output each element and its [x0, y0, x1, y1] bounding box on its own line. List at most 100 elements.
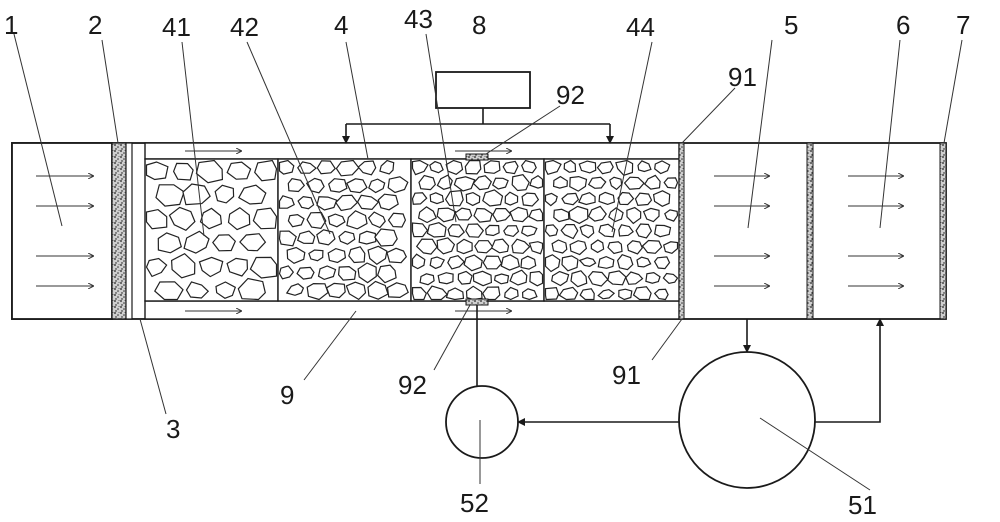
media-stone: [316, 229, 336, 246]
media-stone: [387, 176, 409, 194]
media-stone: [653, 288, 669, 301]
media-stone: [637, 160, 652, 173]
media-stone: [426, 285, 448, 301]
media-stone: [358, 230, 377, 245]
media-stone: [626, 206, 642, 225]
media-stone: [654, 224, 672, 238]
media-stone: [445, 159, 464, 175]
media-stone: [490, 238, 510, 254]
media-stone: [521, 288, 538, 301]
media-stone: [444, 190, 464, 207]
label-44: 44: [626, 12, 655, 42]
media-stone: [597, 255, 615, 269]
media-stone: [226, 161, 252, 180]
media-stone: [429, 256, 446, 270]
media-stone: [504, 191, 519, 206]
media-stone: [618, 288, 633, 301]
media-stone: [415, 238, 438, 255]
media-stone: [368, 178, 386, 194]
media-stone: [287, 177, 306, 193]
media-stone: [544, 286, 560, 301]
media-stone: [386, 247, 408, 264]
media-stone: [598, 223, 616, 238]
media-stone: [587, 176, 607, 189]
media-section-41: [144, 158, 279, 302]
media-stone: [511, 238, 531, 254]
media-stone: [544, 159, 562, 176]
media-stone: [367, 211, 386, 229]
media-stone: [625, 271, 644, 285]
media-stone: [568, 205, 589, 225]
outlet-layer-7: [939, 142, 947, 320]
media-stone: [578, 160, 597, 174]
media-stone: [418, 174, 436, 191]
media-stone: [558, 286, 579, 301]
media-stone: [316, 160, 336, 175]
media-stone: [447, 223, 465, 238]
media-stone: [376, 264, 397, 284]
inlet-chamber: [11, 142, 113, 320]
bottom-channel: [144, 300, 680, 320]
media-stone: [327, 247, 347, 264]
media-stone: [635, 223, 653, 239]
media-stone: [481, 286, 501, 301]
media-stone: [286, 246, 306, 264]
media-stone: [482, 189, 504, 207]
media-stone: [327, 213, 346, 228]
media-stone: [632, 286, 652, 301]
media-stone: [237, 277, 266, 301]
media-stone: [183, 230, 210, 254]
unit-52: [445, 385, 519, 459]
media-stone: [306, 211, 327, 230]
media-stone: [198, 256, 224, 278]
pump-51: [678, 351, 816, 489]
media-stone: [654, 160, 671, 175]
media-stone: [214, 184, 235, 204]
media-section-42: [277, 158, 412, 302]
media-stone: [465, 223, 485, 238]
label-7: 7: [956, 10, 970, 40]
chamber-5: [714, 176, 770, 286]
media-stone: [509, 206, 529, 223]
media-stone: [463, 254, 483, 272]
media-stone: [308, 249, 324, 262]
media-stone: [453, 176, 476, 192]
media-stone: [465, 191, 481, 207]
media-stone: [552, 175, 568, 189]
media-stone: [346, 178, 368, 194]
media-stone: [503, 225, 520, 238]
distribution-pipe: [342, 108, 614, 144]
media-stone: [569, 240, 588, 256]
media-stone: [626, 240, 643, 255]
media-stone: [419, 273, 435, 286]
media-stone: [374, 228, 398, 247]
membrane-91: [678, 142, 685, 320]
media-stone: [170, 252, 196, 279]
media-stone: [168, 206, 196, 232]
label-43: 43: [404, 4, 433, 34]
media-stone: [145, 161, 169, 181]
media-stone: [296, 266, 315, 280]
media-stone: [429, 192, 445, 205]
media-stone: [500, 254, 520, 271]
media-stone: [278, 195, 295, 209]
label-91-top: 91: [728, 62, 757, 92]
media-stone: [278, 265, 295, 280]
label-3: 3: [166, 414, 180, 444]
media-stone: [618, 224, 634, 237]
media-stone: [509, 269, 528, 286]
media-stone: [417, 206, 437, 224]
media-stone: [411, 286, 427, 301]
media-stone: [337, 265, 357, 281]
media-stone: [285, 283, 305, 296]
media-stone: [473, 207, 493, 223]
media-stone: [623, 176, 645, 190]
media-stone: [436, 174, 453, 190]
media-stone: [239, 233, 267, 252]
media-stone: [377, 193, 399, 211]
media-stone: [426, 222, 447, 238]
media-stone: [199, 207, 223, 230]
media-stone: [511, 174, 530, 192]
media-stone: [345, 281, 367, 301]
